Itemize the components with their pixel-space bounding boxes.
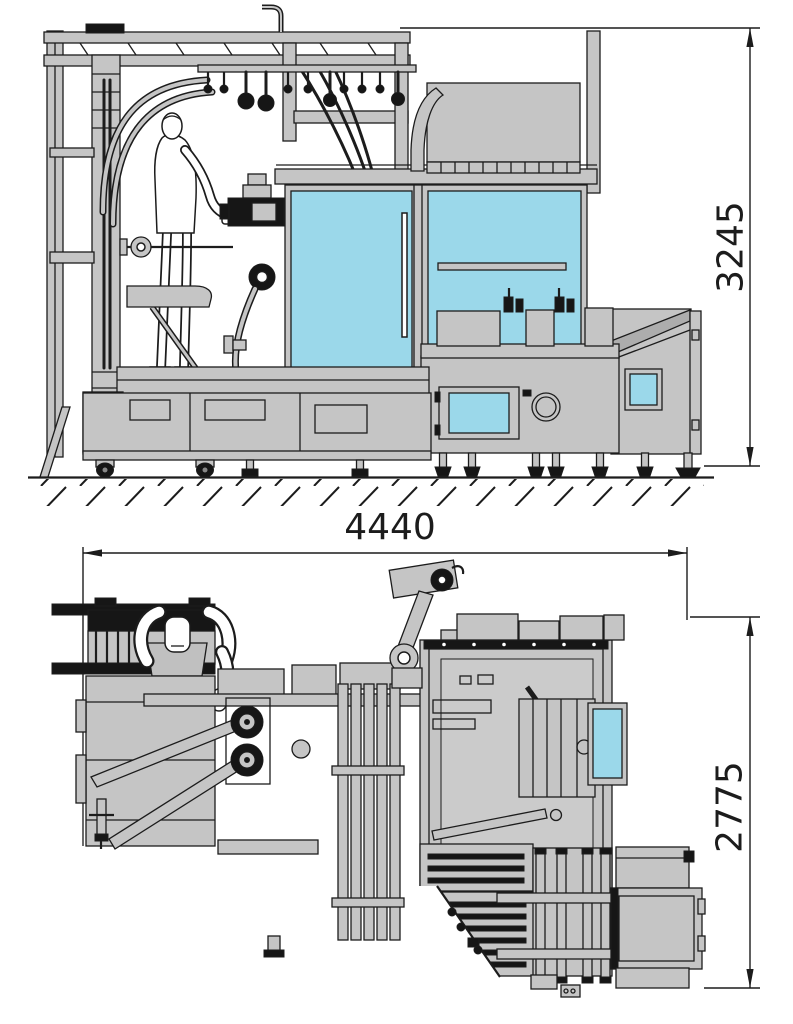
vertical-slat-group — [331, 683, 405, 941]
leveling-feet — [241, 452, 701, 478]
head — [161, 112, 183, 140]
glass-panel — [592, 708, 623, 779]
top-module — [518, 620, 560, 641]
bolt-dots — [442, 642, 596, 647]
mechanism-cluster — [518, 698, 596, 798]
door-glass-window — [448, 392, 510, 434]
arrow-up-icon — [746, 28, 754, 47]
corner-module — [603, 614, 625, 641]
arrow-up-icon — [746, 617, 754, 636]
side-glass-panel-plan — [587, 702, 628, 786]
leveling-foot-plan — [89, 798, 114, 849]
chamfer-cutout — [418, 886, 500, 977]
handwheel — [223, 335, 234, 354]
working-deck — [420, 343, 620, 359]
height-dimension-label: 3245 — [711, 201, 752, 293]
hood-box — [525, 309, 555, 347]
diagonal-tube — [431, 808, 548, 841]
arrow-down-icon — [746, 969, 754, 988]
infeed-conveyors-plan — [51, 597, 216, 846]
depth-dimension-label: 2775 — [710, 761, 751, 853]
vent-pipe — [262, 4, 284, 32]
hood-box — [584, 307, 614, 347]
small-glass-window — [629, 373, 658, 406]
roller — [230, 705, 264, 739]
hood-box — [436, 310, 501, 347]
roller — [230, 743, 264, 777]
central-machinery-plan — [90, 662, 423, 958]
plan-view: 4440 — [51, 507, 760, 998]
right-enclosure-plan — [419, 613, 625, 916]
left-shoulder — [135, 606, 165, 667]
conveyor-rail — [51, 662, 216, 675]
vertical-rail-section — [496, 847, 616, 984]
ground-line — [28, 476, 714, 506]
beam-ticks — [79, 42, 377, 56]
operator-figure-side — [149, 112, 236, 377]
side-elevation-view: 3245 — [28, 4, 760, 506]
diagonal-brace — [39, 406, 71, 478]
dimension-2775: 2775 — [690, 616, 760, 989]
vent-pipe-inner — [262, 6, 282, 32]
filling-valve-assembly — [219, 173, 296, 375]
curved-duct — [410, 87, 445, 172]
gantry-frame — [39, 4, 601, 478]
hanging-valves — [237, 70, 405, 112]
caster — [95, 459, 115, 478]
door-handle — [401, 212, 408, 338]
outfeed-module-plan — [610, 846, 706, 989]
width-dimension-label: 4440 — [344, 507, 436, 548]
ground-hatching — [32, 479, 704, 506]
inner-shelf — [437, 262, 567, 271]
operator-step — [126, 285, 213, 372]
cartoner-section — [420, 288, 702, 455]
top-module — [559, 615, 604, 641]
reach-rod — [119, 236, 233, 258]
arrow-left-icon — [83, 549, 102, 557]
caster — [195, 459, 215, 478]
lower-conveyor-modules-plan — [418, 843, 616, 998]
dimension-4440: 4440 — [82, 507, 688, 700]
upper-feed-panel — [410, 82, 581, 174]
top-module — [456, 613, 519, 641]
arrow-right-icon — [668, 549, 687, 557]
left-glass-window — [290, 190, 413, 372]
dimension-3245: 3245 — [400, 27, 760, 467]
base-frame — [82, 366, 701, 478]
head-top — [164, 616, 191, 653]
hanging-fittings — [197, 64, 417, 112]
slat-strip — [440, 162, 568, 173]
chamfer-edge — [436, 885, 501, 978]
bottom-bracket — [263, 935, 285, 958]
arrow-down-icon — [746, 447, 754, 466]
fitting-row — [203, 72, 385, 94]
swing-arm-plan — [388, 559, 465, 689]
